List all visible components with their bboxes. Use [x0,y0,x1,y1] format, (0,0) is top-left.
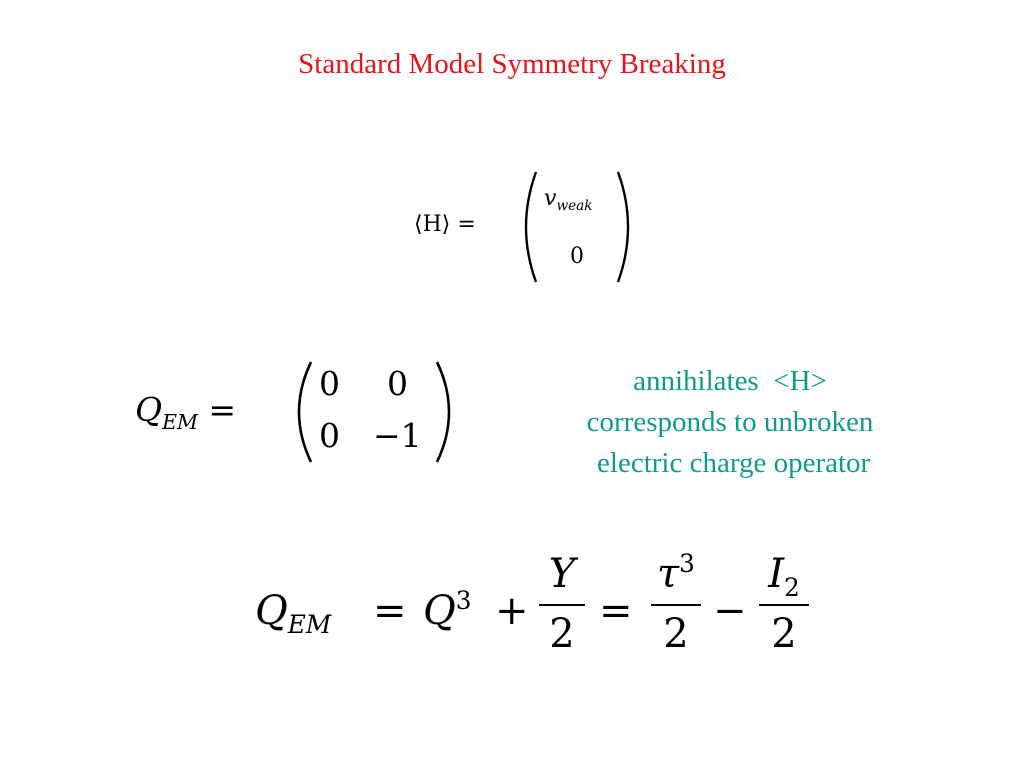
fraction-denominator: 2 [771,611,797,657]
fraction-bar [539,604,585,606]
fraction-numerator: I2 [759,550,809,602]
matrix-entry-zero: 0 [570,244,584,269]
left-paren [297,361,313,463]
minus-sign: − [713,588,747,634]
right-paren [616,171,630,283]
i-symbol: I [768,551,785,597]
higgs-vev-equation: ⟨H⟩ = vweak 0 [414,168,654,288]
charge-matrix-equation: QEM = 0 0 0 −1 [135,358,475,468]
annotation-note: annihilates <H> corresponds to unbroken … [540,361,920,484]
matrix-entry-22: −1 [373,416,422,455]
matrix-entry-v-weak: vweak [544,186,593,215]
q3-term: Q3 [423,585,472,634]
equals-sign-2: = [599,588,633,634]
fraction-denominator: 2 [663,611,689,657]
relation-lhs: QEM [255,588,331,639]
em-subscript: EM [162,409,198,434]
tau-superscript: 3 [679,548,695,578]
i-subscript: 2 [784,573,800,603]
fraction-tau3-over-2: τ3 2 [651,548,701,658]
higgs-vev-lhs: ⟨H⟩ = [414,212,476,237]
slide-title: Standard Model Symmetry Breaking [298,48,726,80]
fraction-numerator: τ3 [651,548,701,598]
right-paren [435,361,451,463]
plus-sign: + [495,588,529,634]
charge-matrix-lhs: QEM = [135,390,237,434]
equals-sign-1: = [373,588,407,634]
note-line-2: corresponds to unbroken [586,406,874,438]
tau-symbol: τ [657,551,680,597]
note-line-1: annihilates <H> [633,365,827,397]
charge-relation-equation: QEM = Q3 + Y 2 = τ3 2 − I2 2 [255,548,855,665]
v-symbol: v [544,186,557,211]
fraction-numerator: Y [548,551,576,597]
fraction-denominator: 2 [549,611,575,657]
matrix-entry-12: 0 [387,364,408,403]
fraction-bar [759,604,809,606]
left-paren [524,171,538,283]
q-superscript: 3 [455,585,472,615]
em-subscript: EM [287,610,332,640]
fraction-y-over-2: Y 2 [539,550,585,658]
q-symbol: Q [423,588,456,634]
fraction-bar [651,604,701,606]
weak-subscript: weak [556,198,593,215]
q-symbol: Q [135,390,163,429]
fraction-i2-over-2: I2 2 [759,550,809,658]
equals-sign: = [208,390,237,429]
note-line-3: electric charge operator [589,447,871,479]
q-symbol: Q [255,588,288,634]
matrix-entry-21: 0 [319,416,340,455]
matrix-entry-11: 0 [319,364,340,403]
